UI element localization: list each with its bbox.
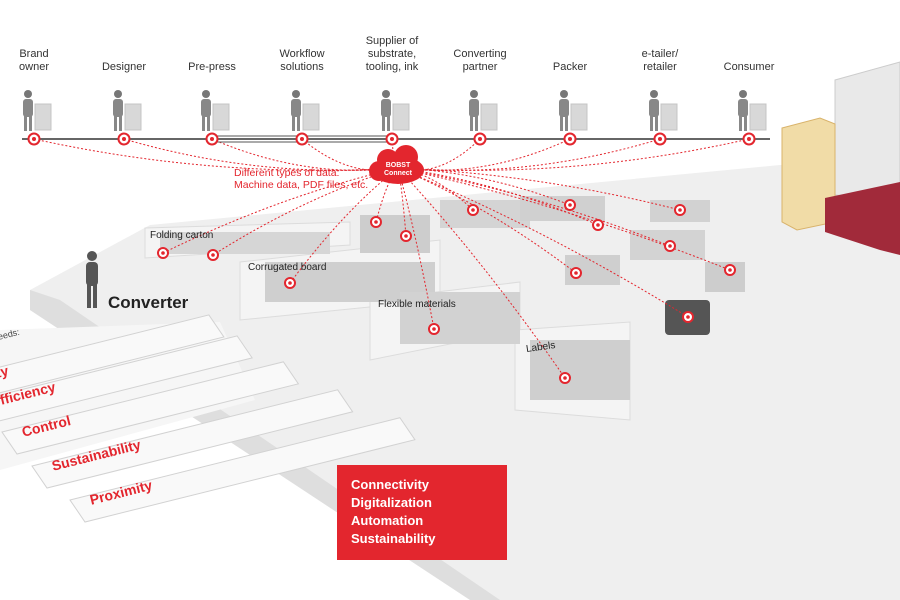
link-machine-11: [397, 167, 731, 271]
actor-node-4: [385, 132, 399, 146]
data-types-note: Different types of data: Machine data, P…: [234, 167, 369, 191]
actor-label-workflow: Workflow solutions: [279, 48, 325, 73]
pre-press-icon: [201, 90, 230, 131]
benefit-strip-0: [0, 314, 225, 394]
zone-label-flexible-materials: Flexible materials: [378, 299, 456, 310]
machine-node-2: [284, 277, 296, 289]
machine-labels: [530, 340, 630, 400]
topic-sustainability: Sustainability: [351, 531, 436, 546]
actor-figures: [23, 90, 767, 143]
machine-flexible: [400, 292, 520, 344]
benefit-strip-1: [0, 335, 253, 422]
machine-node-0: [157, 247, 169, 259]
benefit-strip-3: [31, 389, 354, 489]
workflow-icon: [291, 90, 320, 131]
retailer-icon: [649, 90, 678, 131]
supplier-icon: [381, 90, 410, 131]
link-machine-3: [375, 167, 399, 223]
actor-node-6: [563, 132, 577, 146]
actor-label-supplier: Supplier of substrate, tooling, ink: [365, 35, 419, 73]
actor-node-5: [473, 132, 487, 146]
actor-node-1: [117, 132, 131, 146]
machine-node-9: [664, 240, 676, 252]
machine-node-5: [467, 204, 479, 216]
packer-icon: [559, 90, 588, 131]
actor-node-3: [295, 132, 309, 146]
machine-node-6: [564, 199, 576, 211]
link-actor-7: [397, 138, 661, 171]
actor-label-brand-owner: Brand owner: [19, 48, 49, 73]
actor-node-8: [742, 132, 756, 146]
actor-label-packer: Packer: [552, 61, 588, 73]
converter-label: Converter: [108, 293, 189, 312]
zone-label-corrugated-board: Corrugated board: [248, 262, 327, 273]
machine-node-14: [559, 372, 571, 384]
link-actor-5: [397, 138, 481, 171]
brand-owner-icon: [23, 90, 52, 131]
link-machine-8: [397, 167, 681, 211]
zone-label-folding-carton: Folding carton: [150, 230, 214, 241]
machine-node-1: [207, 249, 219, 261]
actor-node-0: [27, 132, 41, 146]
machine-node-7: [592, 219, 604, 231]
consumer-icon: [738, 90, 767, 131]
bobst-connect-cloud: [369, 145, 424, 184]
berries-tray: [825, 182, 900, 255]
machine-node-12: [682, 311, 694, 323]
actor-label-retailer: e-tailer/ retailer: [641, 48, 679, 73]
machine-node-10: [570, 267, 582, 279]
actor-label-consumer: Consumer: [723, 61, 775, 73]
benefit-strip-4: [69, 417, 416, 523]
machine-folding-carton: [160, 232, 330, 254]
actor-label-converting-partner: Converting partner: [453, 48, 507, 73]
machine-node-13: [428, 323, 440, 335]
link-machine-10: [397, 167, 577, 274]
link-machine-12: [397, 167, 689, 318]
converting-partner-icon: [469, 90, 498, 131]
link-actor-8: [397, 138, 750, 171]
benefit-strip-2: [1, 361, 300, 455]
link-machine-14: [397, 167, 566, 379]
actor-node-2: [205, 132, 219, 146]
link-machine-5: [397, 167, 474, 211]
actor-label-pre-press: Pre-press: [188, 61, 236, 73]
cloud-label: BOBST Connect: [373, 162, 423, 178]
topic-automation: Automation: [351, 513, 424, 528]
cloud-label-line2: Connect: [384, 170, 412, 177]
cloud-label-line1: BOBST: [385, 162, 411, 169]
machine-node-4: [400, 230, 412, 242]
machine-node-11: [724, 264, 736, 276]
machine-node-8: [674, 204, 686, 216]
machine-press-b: [440, 200, 530, 228]
converter-person-icon: [86, 251, 98, 308]
key-topics-box: Connectivity Digitalization Automation S…: [337, 465, 507, 560]
actor-label-designer: Designer: [101, 61, 147, 73]
actor-node-7: [653, 132, 667, 146]
connection-nodes: [27, 132, 756, 384]
designer-icon: [113, 90, 142, 131]
topic-connectivity: Connectivity: [351, 477, 430, 492]
consumer-products: [781, 61, 900, 255]
link-actor-1: [123, 138, 399, 171]
machine-node-3: [370, 216, 382, 228]
topic-digitalization: Digitalization: [351, 495, 432, 510]
